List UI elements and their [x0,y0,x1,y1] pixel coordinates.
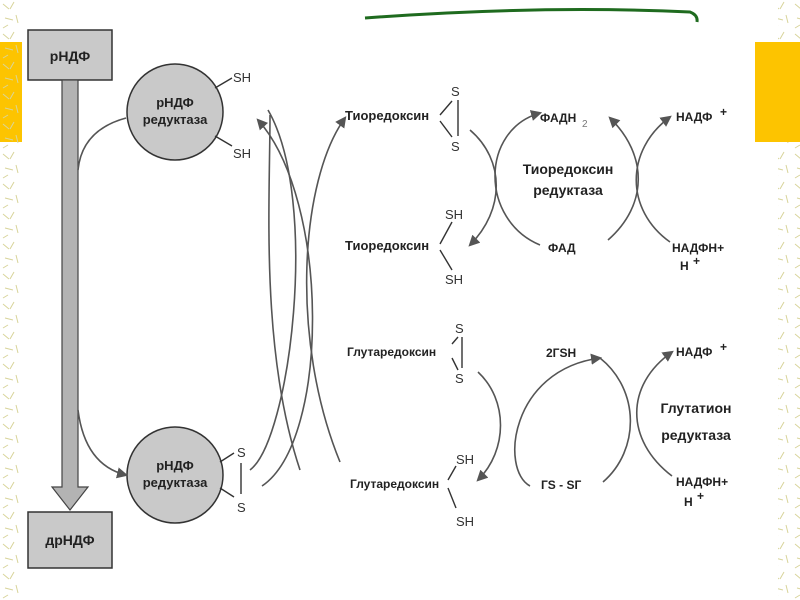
thioredoxin-ox-s-upper: S [451,84,460,99]
regeneration-arc-inner [249,109,297,471]
glutaredoxin-reduction-arc [476,371,502,482]
fadh2-label: ФАДН [540,111,576,125]
thioredoxin-red-bond-upper [439,221,453,245]
enzyme-top-sh-upper: SH [233,70,251,85]
gsh-label: 2ГSH [546,346,576,360]
left-texture-pattern [0,0,22,600]
thioredoxin-reduction-arc [468,129,497,247]
regeneration-arc-outer [256,118,314,487]
nadp-top-plus: + [720,105,727,119]
fad-label: ФАД [548,241,576,255]
h-plus-bottom-label: Н [684,495,693,509]
glutaredoxin-red-bond-lower [447,487,457,509]
thioredoxin-reduced-label: Тиоредоксин [345,238,429,253]
box-to-enzyme-arc-top [77,117,127,171]
glutaredoxin-ox-s-upper: S [455,321,464,336]
nadph-thioredoxin-arc [635,115,672,243]
nadp-bottom-plus: + [720,340,727,354]
enzyme-top-sh-lower: SH [233,146,251,161]
glutaredoxin-ox-bond-upper [451,336,459,345]
right-accent-bar [755,42,800,142]
thioredoxin-oxidized-label: Тиоредоксин [345,108,429,123]
glutaredoxin-red-sh-lower: SH [456,514,474,529]
enzyme-bottom-s-upper: S [237,445,246,460]
thioredoxin-red-sh-lower: SH [445,272,463,287]
nadph-glutathione-arc [635,350,674,477]
enzyme-top-label-2: редуктаза [143,112,208,127]
glutathione-reductase-label-1: Глутатион [660,400,731,416]
title-underline [364,8,699,23]
nadph-bottom-label: НАДФН+ [676,475,728,489]
fadh2-subscript: 2 [582,119,588,130]
glutathione-cycle-arc-right [599,357,632,483]
h-plus-bottom-sign: + [697,489,704,503]
right-texture-pattern-lower [778,142,800,600]
thioredoxin-red-sh-upper: SH [445,207,463,222]
thioredoxin-link-arc [305,116,347,463]
thioredoxin-ox-bond-lower [439,120,453,138]
nadph-top-label: НАДФН+ [672,241,724,255]
h-plus-top-sign: + [693,254,700,268]
rndp-reductase-reduced-circle [126,63,224,161]
rndp-box [27,29,113,81]
enzyme-bottom-bond-lower [219,487,235,498]
thioredoxin-ox-bond-upper [439,100,453,116]
nadp-bottom-label: НАДФ [676,345,712,359]
thioredoxin-reductase-label-2: редуктаза [533,182,603,198]
enzyme-bottom-s-lower: S [237,500,246,515]
glutaredoxin-ox-bond-lower [451,357,459,371]
thioredoxin-ox-s-lower: S [451,139,460,154]
thioredoxin-red-bond-lower [439,249,453,271]
enzyme-bottom-label-2: редуктаза [143,475,208,490]
glutaredoxin-red-bond-upper [447,465,457,481]
reduction-down-arrow [50,79,90,511]
thioredoxin-reductase-label-1: Тиоредоксин [523,161,614,177]
drndp-box-label: дрНДФ [45,532,94,548]
h-plus-top-label: Н [680,259,689,273]
enzyme-top-bond-upper [214,77,233,89]
enzyme-top-bond-lower [214,135,233,147]
rndp-box-label: рНДФ [50,48,90,64]
right-texture-pattern [778,0,800,42]
drndp-box [27,511,113,569]
glutaredoxin-oxidized-label: Глутаредоксин [347,345,436,359]
enzyme-top-label-1: рНДФ [156,95,194,110]
fad-cycle-arc-left [494,110,543,246]
glutaredoxin-link-arc [268,114,301,471]
fad-cycle-arc-right [607,116,639,241]
enzyme-bottom-label-1: рНДФ [156,458,194,473]
glutathione-reductase-label-2: редуктаза [661,427,731,443]
glutaredoxin-reduced-label: Глутаредоксин [350,477,439,491]
glutaredoxin-red-sh-upper: SH [456,452,474,467]
enzyme-bottom-bond-upper [219,452,235,463]
box-to-enzyme-arc-bottom [77,409,129,479]
gssg-label: ГS - SГ [541,478,581,492]
nadp-top-label: НАДФ [676,110,712,124]
glutathione-cycle-arc-left [514,353,603,487]
glutaredoxin-ox-s-lower: S [455,371,464,386]
